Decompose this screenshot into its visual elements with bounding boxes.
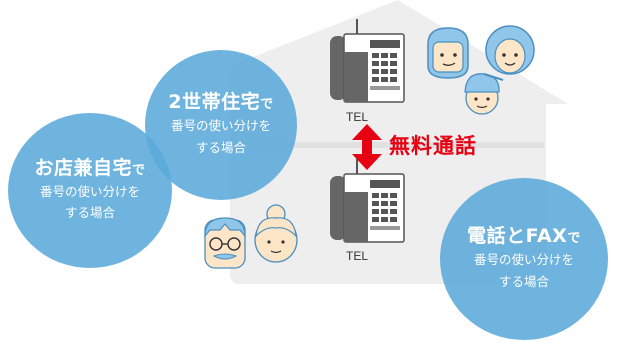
mother-face-icon xyxy=(485,25,535,75)
grandfather-face-icon xyxy=(204,217,246,269)
phone-icon-top xyxy=(330,19,405,103)
bubble-phone-fax: 電話とFAXで 番号の使い分けを する場合 xyxy=(440,178,608,340)
tel-label-top: TEL xyxy=(346,110,369,124)
father-face-icon xyxy=(427,27,469,79)
phone-icon-bottom xyxy=(330,159,405,243)
bubble-two-household-line2: する場合 xyxy=(195,139,246,155)
child-face-icon xyxy=(464,73,504,115)
bubble-phone-fax-title: 電話とFAXで xyxy=(467,225,581,248)
bubble-two-household: 2世帯住宅で 番号の使い分けを する場合 xyxy=(145,50,297,200)
free-call-label: 無料通話 xyxy=(389,134,477,158)
bubble-two-household-line1: 番号の使い分けを xyxy=(170,118,271,133)
bubble-phone-fax-line2: する場合 xyxy=(498,273,549,289)
bubble-two-household-title: 2世帯住宅で xyxy=(168,91,274,114)
bubble-shop-home-line1: 番号の使い分けを xyxy=(39,183,140,199)
floor-divider xyxy=(232,142,544,148)
bubble-shop-home-title: お店兼自宅で xyxy=(34,156,146,179)
grandmother-face-icon xyxy=(254,204,298,263)
bubble-phone-fax-line1: 番号の使い分けを xyxy=(473,252,574,267)
tel-label-bottom: TEL xyxy=(346,249,369,263)
bubble-shop-home-line2: する場合 xyxy=(64,205,115,221)
bubble-shop-home: お店兼自宅で 番号の使い分けを する場合 xyxy=(8,113,172,268)
double-arrow-icon xyxy=(352,124,382,170)
